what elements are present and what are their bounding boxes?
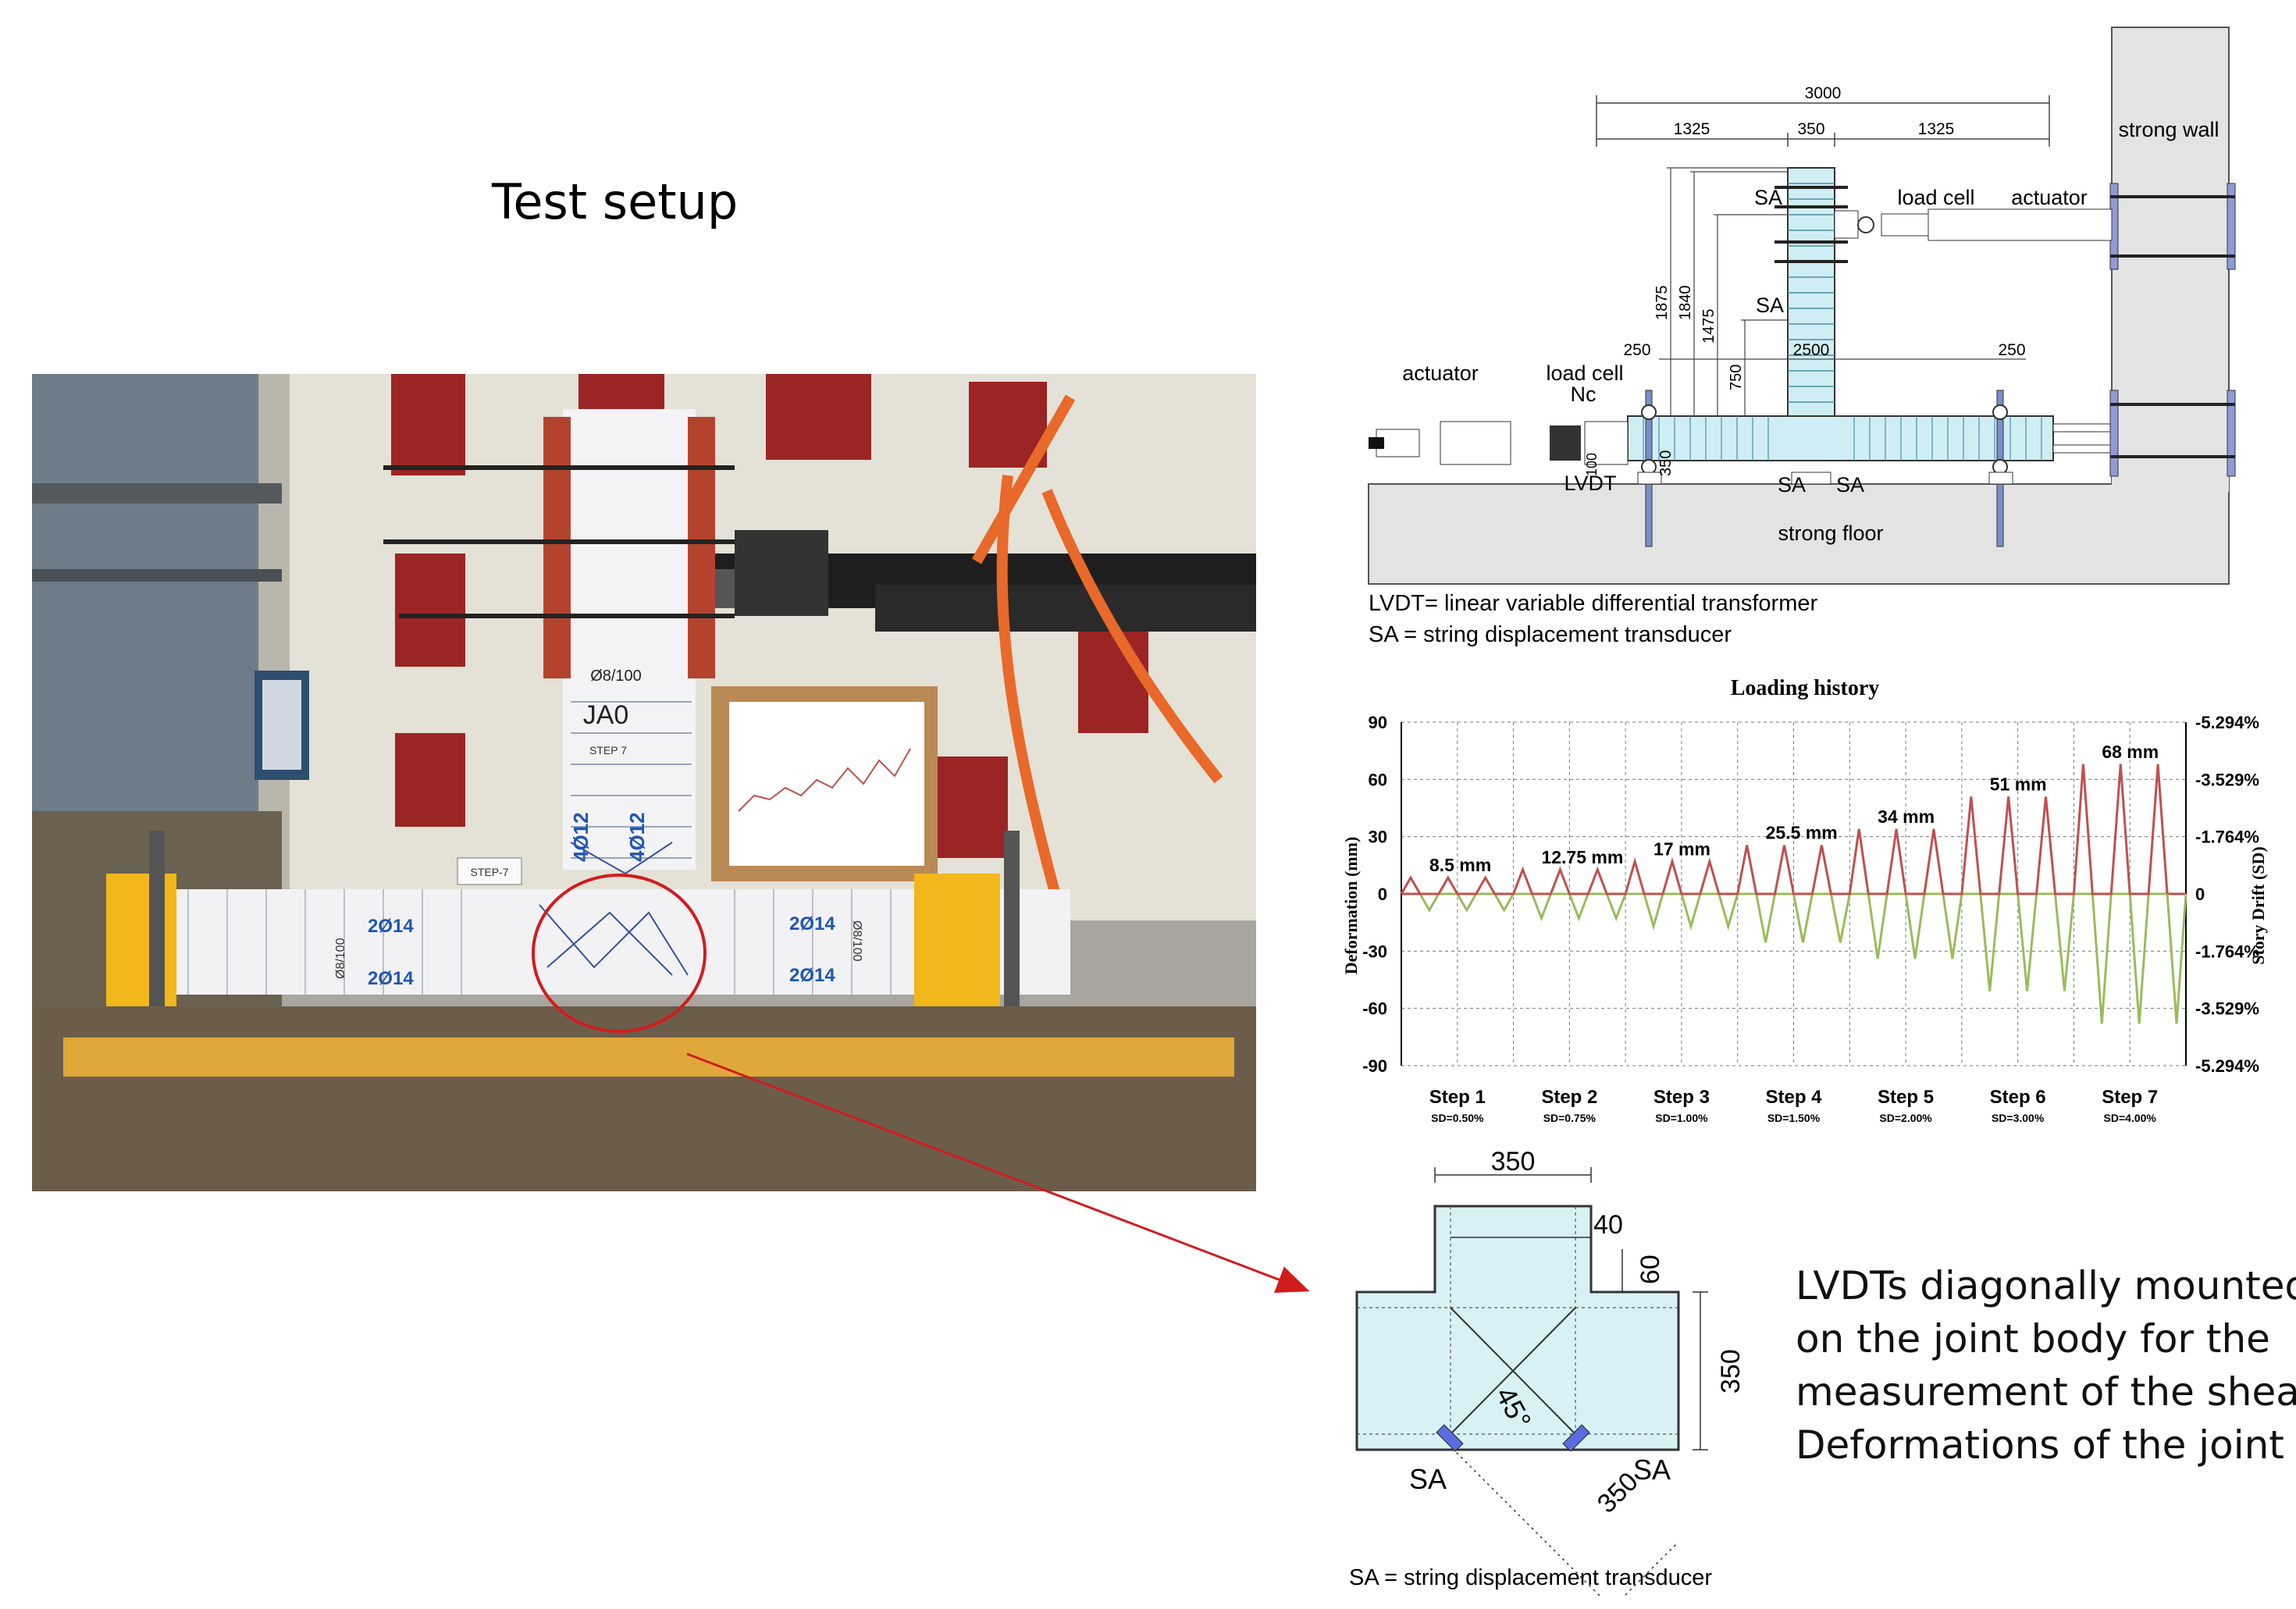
chart-data-label: 68 mm	[2102, 742, 2159, 762]
chart-y-tick-label: -60	[1362, 999, 1387, 1019]
dim-1475: 1475	[1700, 309, 1718, 344]
load-cell-left-label: load cell	[1546, 361, 1623, 385]
chart-x-tick-label: Step 3	[1653, 1087, 1710, 1108]
chart-series-negative	[1419, 892, 2187, 1024]
dim-100: 100	[1584, 453, 1600, 476]
chart-data-label: 8.5 mm	[1429, 855, 1491, 875]
chart-x-sublabel: SD=1.00%	[1655, 1112, 1708, 1124]
specimen-id-label: JA0	[583, 700, 629, 730]
chart-data-label: 25.5 mm	[1766, 823, 1838, 843]
joint-dim-60: 60	[1636, 1255, 1665, 1284]
dim-left: 1325	[1674, 120, 1710, 138]
chart-y2-tick-label: -1.764%	[2195, 942, 2259, 961]
description-line-3: measurement of the shear	[1796, 1369, 2296, 1415]
chart-y-tick-label: 90	[1369, 713, 1387, 732]
joint-detail-drawing: 350 40 60 350 45° 350 SA SA SA = string …	[1327, 1152, 1811, 1597]
joint-sa-left-label: SA	[1409, 1463, 1447, 1495]
chart-y-tick-label: -90	[1362, 1056, 1387, 1076]
dim-right: 1325	[1918, 120, 1955, 138]
chart-y-axis-label: Deformation (mm)	[1341, 837, 1361, 975]
beam-right-stirrup-label: Ø8/100	[850, 920, 863, 962]
chart-x-sublabel: SD=0.75%	[1543, 1112, 1597, 1124]
description-line-4: Deformations of the joint	[1796, 1422, 2284, 1468]
chart-y-tick-label: 0	[1378, 885, 1387, 904]
legend-sa: SA = string displacement transducer	[1369, 622, 1732, 647]
chart-x-tick-label: Step 4	[1765, 1087, 1822, 1108]
dim-350-beam: 350	[1657, 450, 1675, 476]
chart-y2-tick-label: -3.529%	[2195, 770, 2259, 789]
chart-y2-tick-label: -5.294%	[2195, 1056, 2259, 1076]
dim-250-left: 250	[1623, 341, 1650, 359]
chart-y-tick-label: 60	[1369, 770, 1387, 789]
dim-250-right: 250	[1998, 341, 2025, 359]
strong-wall-label: strong wall	[2118, 118, 2219, 141]
sa-bottom-right-label: SA	[1836, 473, 1864, 497]
beam-right-bottom-bars: 2Ø14	[789, 965, 835, 986]
nc-label: Nc	[1571, 383, 1597, 406]
load-cell-top-label: load cell	[1897, 186, 1974, 209]
beam-left-bottom-bars: 2Ø14	[368, 968, 414, 989]
chart-y-tick-label: -30	[1362, 942, 1387, 961]
chart-data-label: 34 mm	[1878, 806, 1935, 827]
chart-x-sublabel: SD=3.00%	[1992, 1112, 2045, 1124]
dim-1840: 1840	[1677, 286, 1694, 321]
joint-sa-right-label: SA	[1633, 1454, 1671, 1486]
photo-stirrup-label: Ø8/100	[590, 667, 642, 685]
chart-x-sublabel: SD=1.50%	[1767, 1112, 1821, 1124]
chart-y2-tick-label: -5.294%	[2195, 713, 2259, 732]
description-line-1: LVDTs diagonally mounted	[1796, 1263, 2296, 1308]
dim-mid: 350	[1797, 120, 1824, 138]
dim-total: 3000	[1805, 84, 1842, 102]
dim-1875: 1875	[1653, 286, 1671, 321]
photo-step-tag: STEP 7	[589, 744, 627, 756]
lvdt-label: LVDT	[1564, 472, 1616, 495]
chart-y2-tick-label: -3.529%	[2195, 999, 2259, 1019]
step-card-label: STEP-7	[470, 866, 508, 878]
loading-history-chart: Loading history Deformation (mm) Story D…	[1327, 671, 2295, 1140]
chart-title: Loading history	[1731, 676, 1880, 700]
sa-top-label: SA	[1754, 186, 1782, 209]
joint-dim-350-right: 350	[1716, 1349, 1746, 1394]
chart-y2-tick-label: 0	[2195, 885, 2205, 904]
test-setup-drawing: strong wall strong floor 3000 1325 350 1…	[1362, 23, 2244, 656]
beam-right-top-bars: 2Ø14	[789, 913, 835, 934]
chart-x-tick-label: Step 1	[1429, 1087, 1486, 1108]
beam-left-top-bars: 2Ø14	[368, 916, 414, 937]
chart-x-sublabel: SD=0.50%	[1431, 1112, 1484, 1124]
sa-mid-label: SA	[1756, 294, 1784, 317]
chart-y2-tick-label: -1.764%	[2195, 828, 2259, 847]
test-setup-photo: Ø8/100 JA0 STEP 7 4Ø12 4Ø12 2Ø14 2Ø14 2Ø…	[32, 374, 1256, 1191]
description-line-2: on the joint body for the	[1796, 1316, 2270, 1362]
chart-x-sublabel: SD=2.00%	[1879, 1112, 1932, 1124]
column-bars-right-label: 4Ø12	[625, 812, 649, 862]
column-bars-left-label: 4Ø12	[569, 812, 593, 862]
chart-y-tick-label: 30	[1369, 828, 1387, 847]
joint-dim-40: 40	[1593, 1210, 1623, 1240]
chart-x-sublabel: SD=4.00%	[2104, 1112, 2157, 1124]
actuator-top-label: actuator	[2011, 186, 2088, 209]
chart-x-tick-label: Step 7	[2102, 1087, 2158, 1108]
strong-floor-label: strong floor	[1778, 522, 1883, 545]
joint-legend-sa: SA = string displacement transducer	[1349, 1565, 1712, 1590]
chart-data-label: 17 mm	[1653, 838, 1710, 859]
chart-x-tick-label: Step 6	[1990, 1087, 2046, 1108]
chart-x-tick-label: Step 5	[1878, 1087, 1934, 1108]
chart-data-label: 51 mm	[1990, 774, 2047, 794]
chart-data-label: 12.75 mm	[1541, 847, 1623, 867]
chart-series-positive	[1400, 764, 2169, 895]
dim-750: 750	[1728, 365, 1745, 390]
chart-x-tick-label: Step 2	[1541, 1087, 1597, 1108]
joint-dim-350-top: 350	[1491, 1152, 1536, 1176]
actuator-left-label: actuator	[1402, 361, 1479, 385]
dim-2500: 2500	[1793, 341, 1830, 359]
sa-bottom-left-label: SA	[1778, 473, 1806, 497]
page-title: Test setup	[492, 173, 739, 230]
chart-y2-axis-label: Story Drift (SD)	[2248, 846, 2268, 965]
beam-left-stirrup-label: Ø8/100	[334, 938, 347, 979]
legend-lvdt: LVDT= linear variable differential trans…	[1369, 591, 1818, 616]
